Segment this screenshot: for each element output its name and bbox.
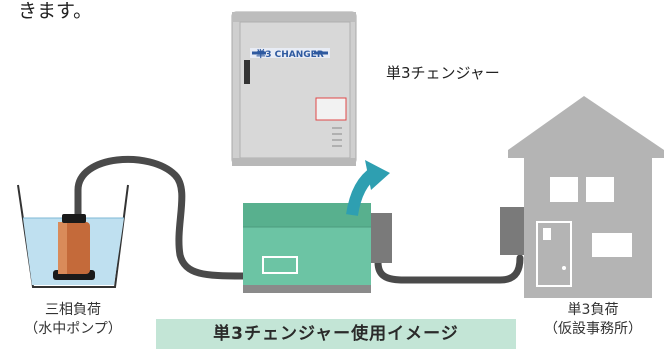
svg-text:単3 CHANGER: 単3 CHANGER (256, 48, 324, 60)
converter-unit (243, 203, 392, 293)
house-icon (500, 96, 664, 298)
intro-text: きます。 (18, 0, 93, 22)
cabinet-vents (332, 127, 342, 147)
changer-panel-title: 単3 CHANGER (252, 48, 328, 60)
single-phase-load-note: （仮設事務所） (544, 321, 642, 337)
submersible-pump-icon (53, 214, 95, 280)
three-phase-load-caption: 三相負荷 （水中ポンプ） (8, 301, 138, 339)
single-phase-load-title: 単3負荷 (567, 302, 619, 318)
cable-unit-to-house (374, 254, 524, 284)
changer-cabinet: 単3 CHANGER (231, 11, 357, 166)
cable-pump-to-unit (74, 155, 247, 280)
arrow-icon (346, 160, 390, 217)
three-phase-load-note: （水中ポンプ） (24, 321, 122, 337)
usage-image-banner: 単3チェンジャー使用イメージ (156, 319, 516, 349)
three-phase-load-title: 三相負荷 (45, 302, 101, 318)
single-phase-load-caption: 単3負荷 （仮設事務所） (528, 301, 658, 339)
changer-label: 単3チェンジャー (386, 64, 500, 82)
